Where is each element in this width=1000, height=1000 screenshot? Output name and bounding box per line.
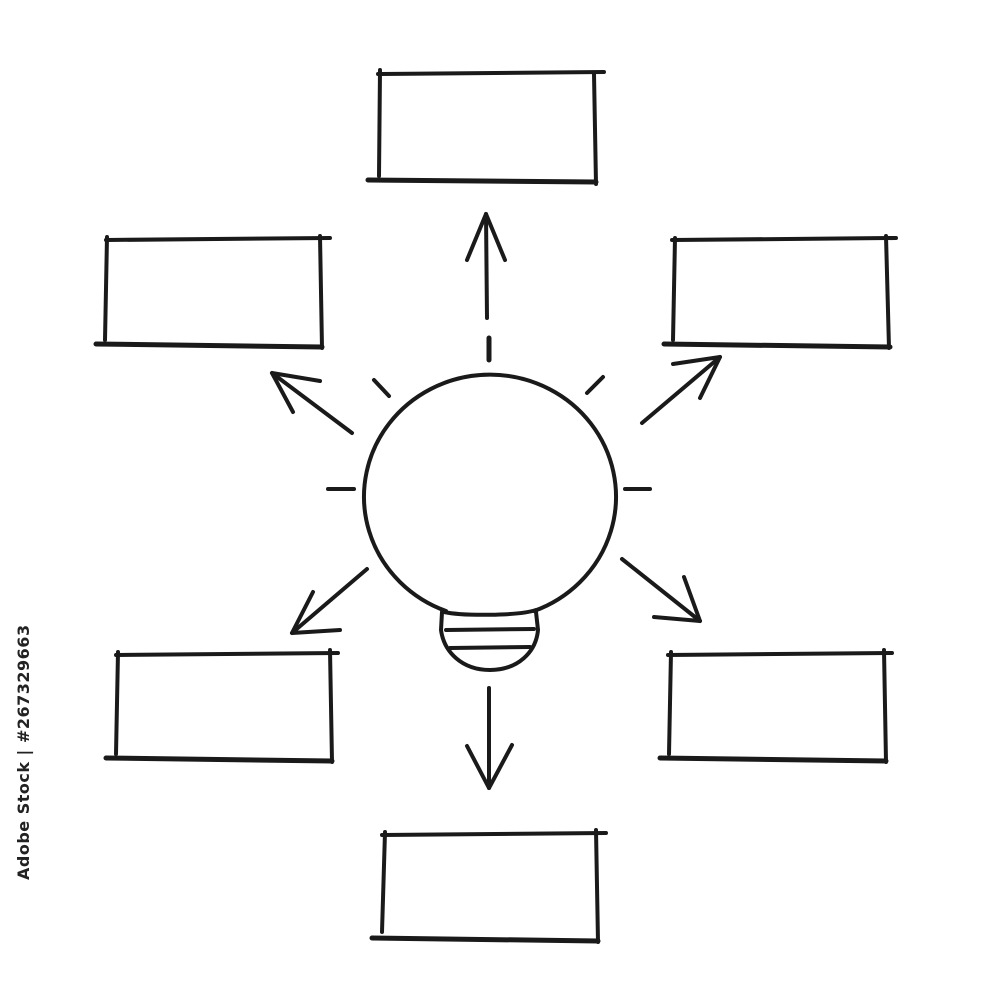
lightbulb-icon xyxy=(326,335,652,672)
stock-id-watermark: Adobe Stock | #267329663 xyxy=(14,624,33,880)
box-lower-left xyxy=(103,648,340,764)
box-upper-left xyxy=(93,234,332,350)
arrow-upper-right xyxy=(640,355,722,425)
arrow-lower-left xyxy=(290,567,369,635)
box-upper-right xyxy=(661,234,898,350)
arrow-lower-right xyxy=(620,557,702,623)
box-bottom xyxy=(369,828,608,944)
box-top xyxy=(365,68,606,186)
box-lower-right xyxy=(657,648,894,764)
arrow-up xyxy=(465,212,507,320)
arrow-down xyxy=(465,686,514,790)
arrow-upper-left xyxy=(270,371,354,435)
